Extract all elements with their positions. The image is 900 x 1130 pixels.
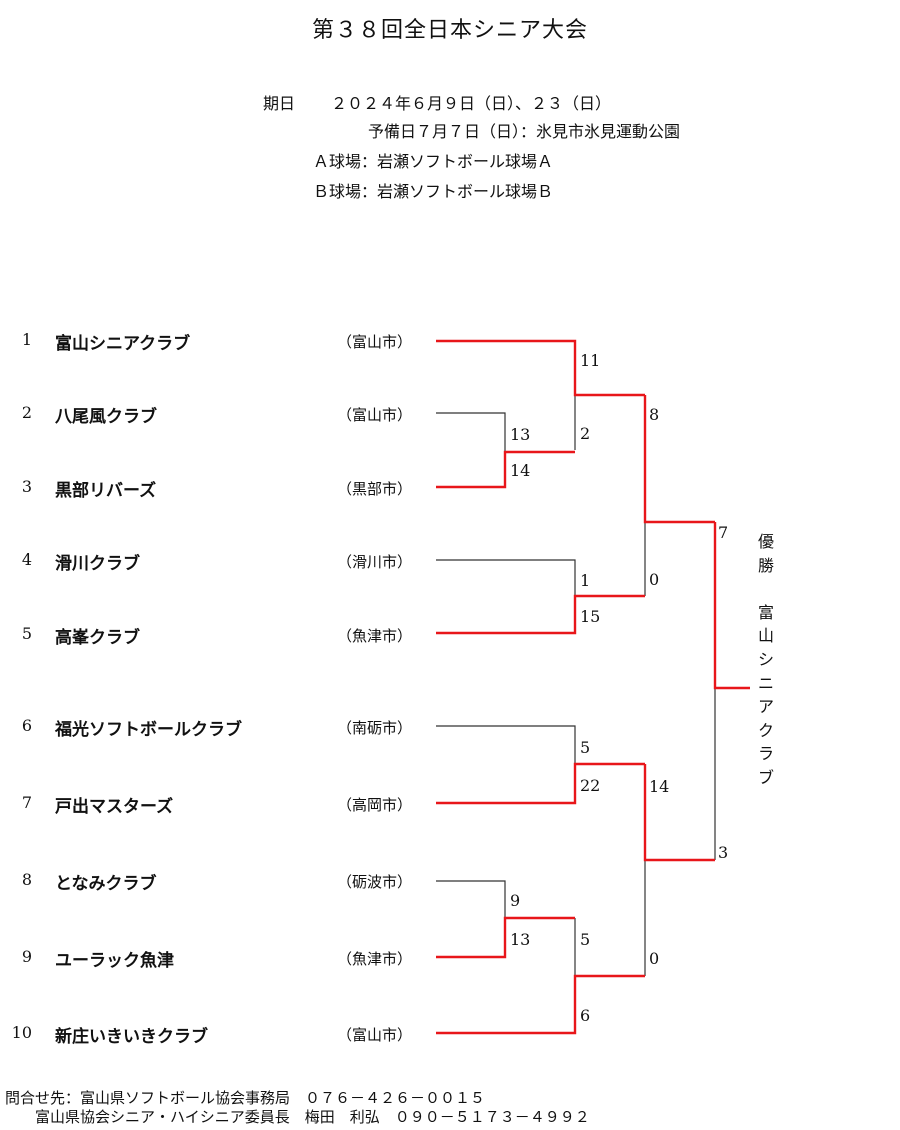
team-city: （富山市） xyxy=(337,333,413,351)
score: 1 xyxy=(580,571,591,590)
contact-info: 問合せ先：富山県ソフトボール協会事務局 ０７６－４２６－００１５ 富山県協会シニ… xyxy=(5,1089,590,1127)
team-city: （黒部市） xyxy=(337,480,413,498)
winner-path xyxy=(436,339,645,397)
champion-team-char: シ xyxy=(757,649,774,669)
score: 8 xyxy=(649,405,660,424)
score: 3 xyxy=(718,843,729,862)
team-number: 10 xyxy=(11,1023,32,1042)
team-city: （魚津市） xyxy=(337,627,413,645)
field-b: Ｂ球場：岩瀬ソフトボール球場Ｂ xyxy=(313,182,554,201)
team-number: 4 xyxy=(21,550,32,569)
champion-team-char: 富 xyxy=(757,602,774,622)
team-city: （富山市） xyxy=(337,406,413,424)
team-number: 2 xyxy=(21,403,32,422)
champion-team-char: ニ xyxy=(757,673,774,693)
champion-team-char: 山 xyxy=(757,626,774,646)
winner-path xyxy=(436,594,645,635)
team-name: 八尾風クラブ xyxy=(55,407,157,427)
score: 15 xyxy=(580,607,601,626)
bracket-line xyxy=(436,880,506,918)
score: 7 xyxy=(718,523,729,542)
team-city: （富山市） xyxy=(337,1026,413,1044)
team-name: 新庄いきいきクラブ xyxy=(55,1027,208,1047)
winner-path xyxy=(436,762,645,805)
score: 6 xyxy=(580,1006,591,1025)
score: 0 xyxy=(649,570,660,589)
team-number: 8 xyxy=(21,870,32,889)
score: 9 xyxy=(510,891,521,910)
bracket-line xyxy=(436,559,576,596)
champion-team-char: ク xyxy=(757,720,774,740)
team-number: 1 xyxy=(21,330,32,349)
score: 13 xyxy=(510,425,531,444)
winner-path xyxy=(643,395,715,524)
winner-path xyxy=(436,450,575,489)
team-name: 黒部リバーズ xyxy=(55,481,157,501)
dates-value: ２０２４年６月９日（日）、２３（日） xyxy=(331,94,612,113)
team-city: （南砺市） xyxy=(337,719,413,737)
team-name: 高峯クラブ xyxy=(55,628,140,648)
score: 5 xyxy=(580,930,591,949)
page-title: 第３８回全日本シニア大会 xyxy=(311,18,588,43)
score: 14 xyxy=(649,777,670,796)
champion-label: 優 勝 富 山 シ ニ ア ク ラ ブ xyxy=(751,530,781,790)
team-name: 滑川クラブ xyxy=(55,554,140,574)
team-name: 富山シニアクラブ xyxy=(55,334,191,354)
bracket-line xyxy=(436,412,506,452)
champion-team-char: ラ xyxy=(757,744,774,764)
team-number: 5 xyxy=(21,624,32,643)
winner-path xyxy=(713,522,750,690)
champion-team-char: ブ xyxy=(757,767,774,787)
team-number: 6 xyxy=(21,716,32,735)
champion-label-char: 優 xyxy=(757,532,774,551)
score: 11 xyxy=(580,351,601,370)
score: 22 xyxy=(580,776,601,795)
score: 14 xyxy=(510,461,531,480)
score: 13 xyxy=(510,930,531,949)
champion-spacer xyxy=(751,577,781,601)
winner-path xyxy=(436,916,575,959)
contact-line-1: 問合せ先：富山県ソフトボール協会事務局 ０７６－４２６－００１５ xyxy=(5,1089,486,1107)
champion-label-char: 勝 xyxy=(757,555,774,575)
team-city: （滑川市） xyxy=(337,553,413,571)
team-name: ユーラック魚津 xyxy=(55,951,174,971)
team-city: （魚津市） xyxy=(337,950,413,968)
team-city: （高岡市） xyxy=(337,796,413,814)
score: 5 xyxy=(580,738,591,757)
team-number: 7 xyxy=(21,793,32,812)
field-a: Ａ球場：岩瀬ソフトボール球場Ａ xyxy=(313,152,554,171)
winner-path xyxy=(643,764,715,862)
team-name: 戸出マスターズ xyxy=(55,797,174,817)
winner-path xyxy=(436,974,645,1035)
bracket-line xyxy=(436,725,576,764)
team-number: 3 xyxy=(21,477,32,496)
team-name: となみクラブ xyxy=(55,874,157,894)
champion-team-char: ア xyxy=(757,697,774,717)
contact-line-2: 富山県協会シニア・ハイシニア委員長 梅田 利弘 ０９０－５１７３－４９９２ xyxy=(5,1108,590,1126)
score: 0 xyxy=(649,949,660,968)
score: 2 xyxy=(580,424,591,443)
team-name: 福光ソフトボールクラブ xyxy=(55,720,242,740)
team-city: （砺波市） xyxy=(337,873,413,891)
team-number: 9 xyxy=(21,947,32,966)
dates-label: 期日 xyxy=(263,94,296,113)
reserve-date: 予備日７月７日（日）：氷見市氷見運動公園 xyxy=(368,122,681,141)
dates-row: 期日 ２０２４年６月９日（日）、２３（日） xyxy=(263,90,611,114)
